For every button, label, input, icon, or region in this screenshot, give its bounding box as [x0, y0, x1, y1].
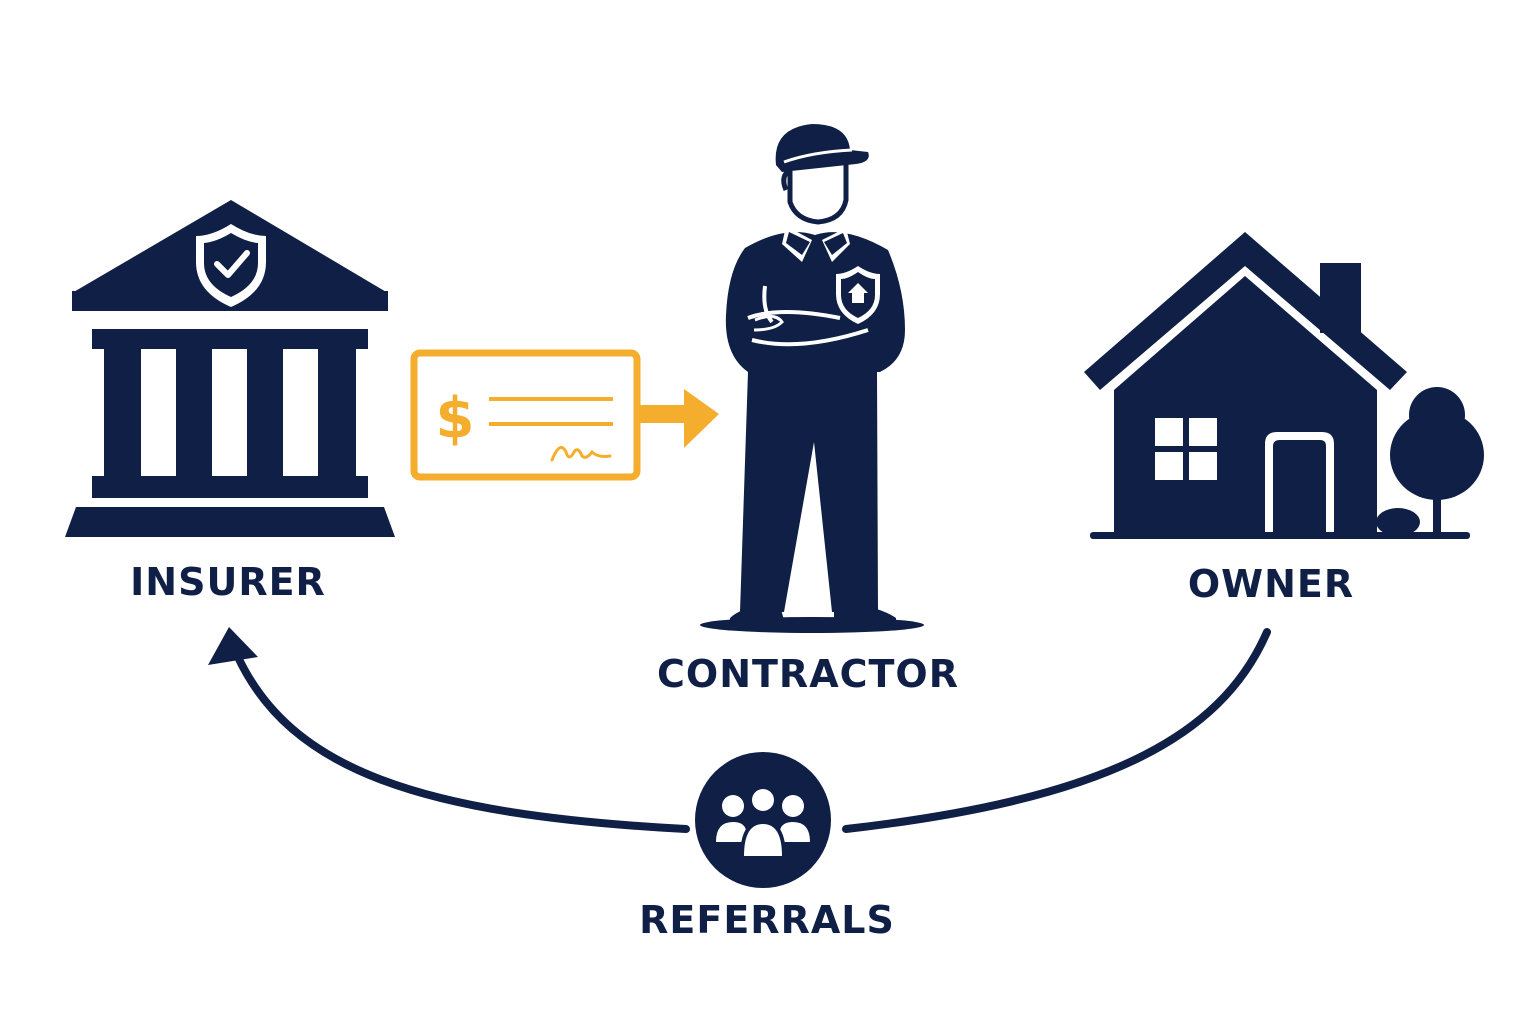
- contractor-label: CONTRACTOR: [657, 652, 959, 696]
- check-dollar-sign: $: [436, 386, 475, 451]
- referral-arc-right: [842, 628, 1271, 833]
- shield-check-icon: [196, 224, 266, 307]
- owner-label: OWNER: [1187, 562, 1355, 606]
- group-people-icon: [695, 752, 831, 888]
- house-icon: [1084, 232, 1484, 539]
- contractor-person-icon: [700, 124, 924, 633]
- bank-columns: [141, 349, 318, 476]
- insurer-label: INSURER: [130, 560, 326, 604]
- referrals-label: REFERRALS: [639, 898, 895, 942]
- shield-home-icon: [836, 266, 880, 324]
- referral-arc-left: [233, 651, 690, 833]
- referral-arrowhead: [208, 627, 258, 665]
- check-payment-icon: [410, 349, 719, 481]
